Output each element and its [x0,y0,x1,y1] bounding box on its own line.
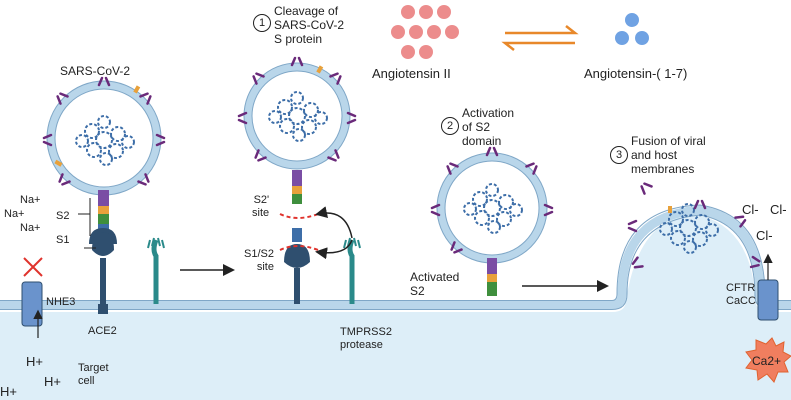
step-number-2: 2 [441,117,459,135]
label-s2-prime-site: S2' site [252,194,270,219]
ca-burst [745,337,791,383]
label-angiotensin-ii: Angiotensin II [372,66,451,81]
angiotensin-1-7-dots [615,13,649,45]
label-step3: Fusion of viral and host membranes [631,134,706,176]
cftr-channel [757,253,779,321]
tmprss2-protease-1 [147,237,165,304]
equilibrium-arrows [501,25,579,51]
step-number-1: 1 [253,14,271,32]
label-hplus-2: H+ [44,374,61,389]
nhe3-channel [21,281,43,338]
cleavage-marks [279,213,319,251]
label-activated-s2: Activated S2 [410,270,460,298]
label-na-3: Na+ [20,222,41,234]
virion-3 [430,146,554,264]
step-number-3: 3 [610,146,628,164]
label-cl-3: Cl- [756,228,773,243]
label-ace2: ACE2 [88,325,117,337]
label-step2: Activation of S2 domain [462,106,515,148]
label-angiotensin-1-7: Angiotensin-( 1-7) [584,66,688,81]
activated-s2-protein [487,258,497,296]
label-na-2: Na+ [4,208,25,220]
ace2-receptor-1 [92,232,114,314]
label-s1s2-site: S1/S2 site [244,248,274,273]
label-nhe3: NHE3 [46,296,76,308]
angiotensin-ii-dots [391,5,459,59]
curved-arrow-s2 [315,206,353,239]
curved-arrow-s1s2 [315,239,353,260]
label-target-cell: Target cell [78,362,109,387]
label-hplus-3: H+ [0,384,17,399]
label-sars-cov-2: SARS-CoV-2 [60,64,131,78]
label-cl-2: Cl- [770,202,787,217]
host-cell-body [0,214,791,400]
label-hplus-1: H+ [26,354,43,369]
virion-2 [237,56,357,170]
label-tmprss2: TMPRSS2 protease [340,326,392,351]
label-ca: Ca2+ [752,354,782,368]
label-na-1: Na+ [20,194,41,206]
label-step1: Cleavage of SARS-CoV-2 S protein [274,4,345,46]
spike-protein-2 [284,170,310,304]
label-cl-1: Cl- [742,202,759,217]
label-s1: S1 [56,234,70,246]
virion-1 [42,76,166,196]
label-s2: S2 [56,210,70,222]
fusion-virion [627,180,762,272]
label-cftr-cacc: CFTR CaCC [726,282,756,307]
na-blocked-x [23,257,43,277]
